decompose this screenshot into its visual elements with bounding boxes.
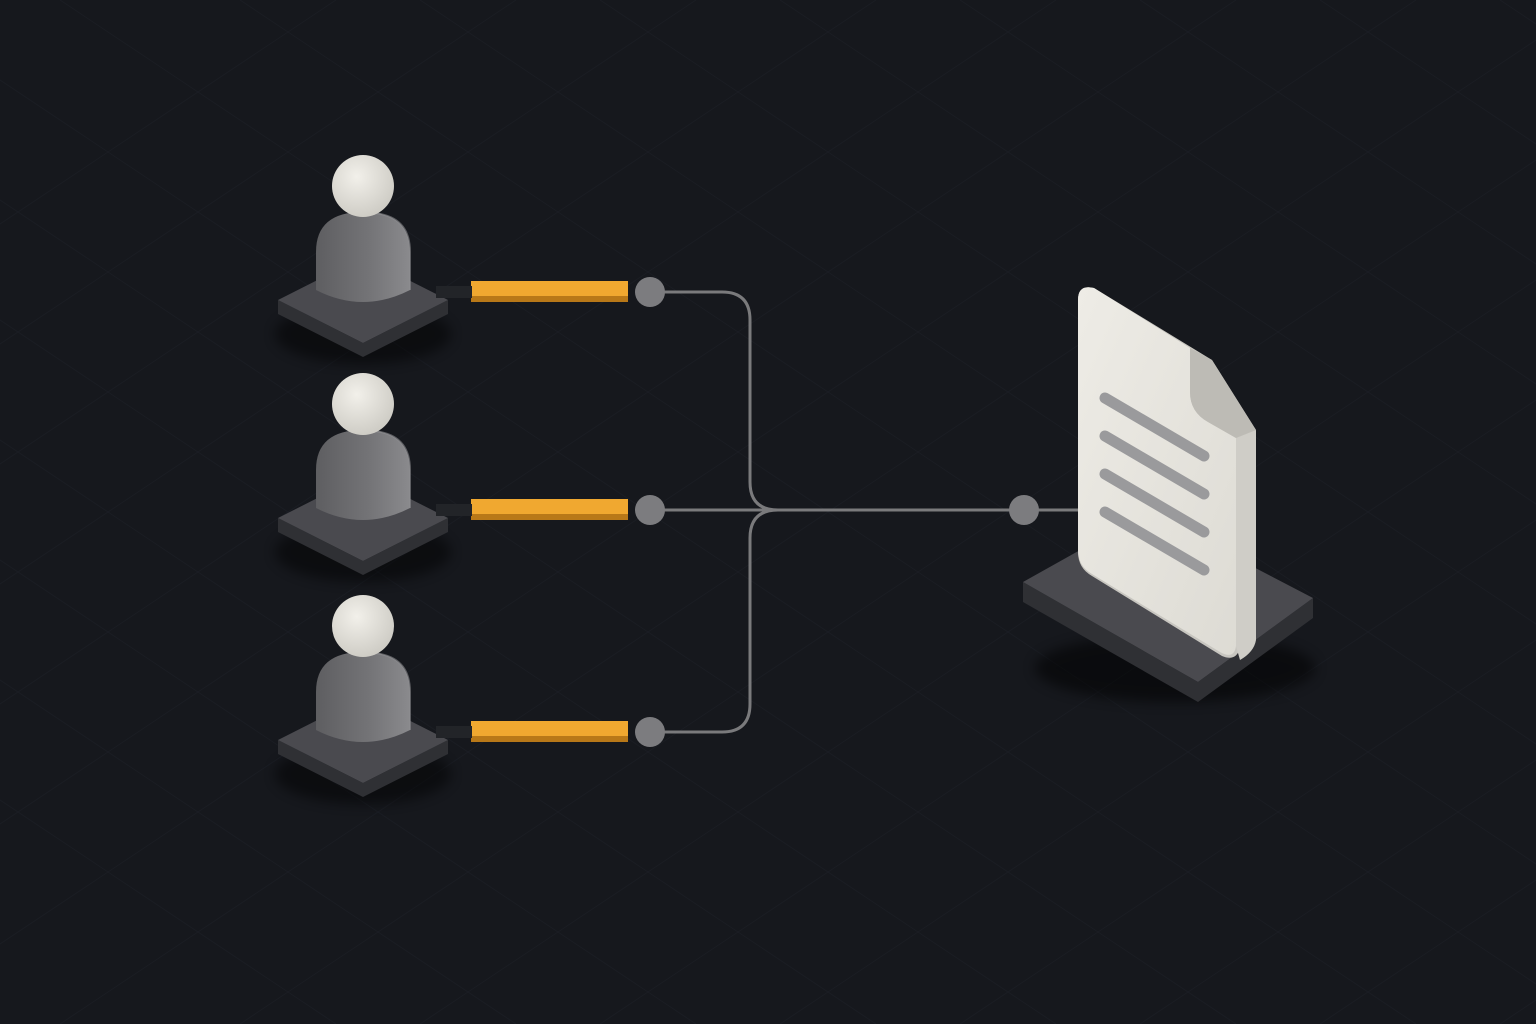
user-head-icon [332, 155, 394, 217]
connector-stub [436, 286, 472, 298]
grid-line [239, 159, 1536, 1024]
user-body-icon [316, 212, 410, 302]
grid-line [779, 519, 1536, 1024]
connector-stub [436, 504, 472, 516]
user-head-icon [332, 595, 394, 657]
connector-node [635, 277, 665, 307]
user-body-highlight [372, 652, 411, 730]
grid-line [1139, 0, 1536, 265]
grid-line [1319, 0, 1536, 145]
connector-stub [436, 726, 472, 738]
document-text-line [1099, 430, 1210, 500]
grid-line [779, 0, 1536, 505]
grid-line [59, 0, 1536, 985]
connection-line [648, 508, 1026, 734]
pedestal-side [278, 740, 448, 797]
target-document [1009, 287, 1315, 702]
grid-line [1139, 759, 1536, 1024]
grid-line [0, 0, 517, 345]
document-text-line [1099, 392, 1210, 462]
target-node [1009, 495, 1039, 525]
connection-line [648, 290, 1026, 512]
connector-bar [471, 281, 628, 296]
grid-line [1319, 879, 1536, 1024]
grid-line [599, 0, 1536, 625]
connector-bar [471, 499, 628, 514]
grid-line [1499, 999, 1536, 1024]
connection-lines [648, 290, 1080, 734]
connector-node [635, 717, 665, 747]
user-body-highlight [372, 430, 411, 508]
grid-line [0, 0, 876, 1024]
pedestal-side [278, 300, 448, 357]
connector-bar [471, 721, 628, 736]
document-thickness [1236, 430, 1256, 660]
grid-line [959, 639, 1536, 1024]
grid-line [0, 0, 1056, 1024]
participant-group [275, 155, 665, 804]
grid-line [0, 0, 697, 465]
document-text-line [1099, 506, 1210, 576]
participant [275, 373, 665, 582]
user-head-icon [332, 373, 394, 435]
user-body-highlight [372, 212, 411, 290]
grid-line [599, 399, 1536, 1024]
participant [275, 595, 665, 804]
participant [275, 155, 665, 364]
user-body-icon [316, 652, 410, 742]
grid-line [959, 0, 1536, 385]
pedestal-side [278, 518, 448, 575]
document-fold-corner [1190, 348, 1256, 438]
grid-line [1499, 0, 1536, 25]
grid-line [0, 679, 517, 1024]
connector-node [635, 495, 665, 525]
grid-line [59, 39, 1536, 1024]
grid-line [0, 0, 337, 225]
user-body-icon [316, 430, 410, 520]
grid-line [0, 559, 697, 1024]
grid-line [0, 799, 337, 1024]
document-text-line [1099, 468, 1210, 538]
